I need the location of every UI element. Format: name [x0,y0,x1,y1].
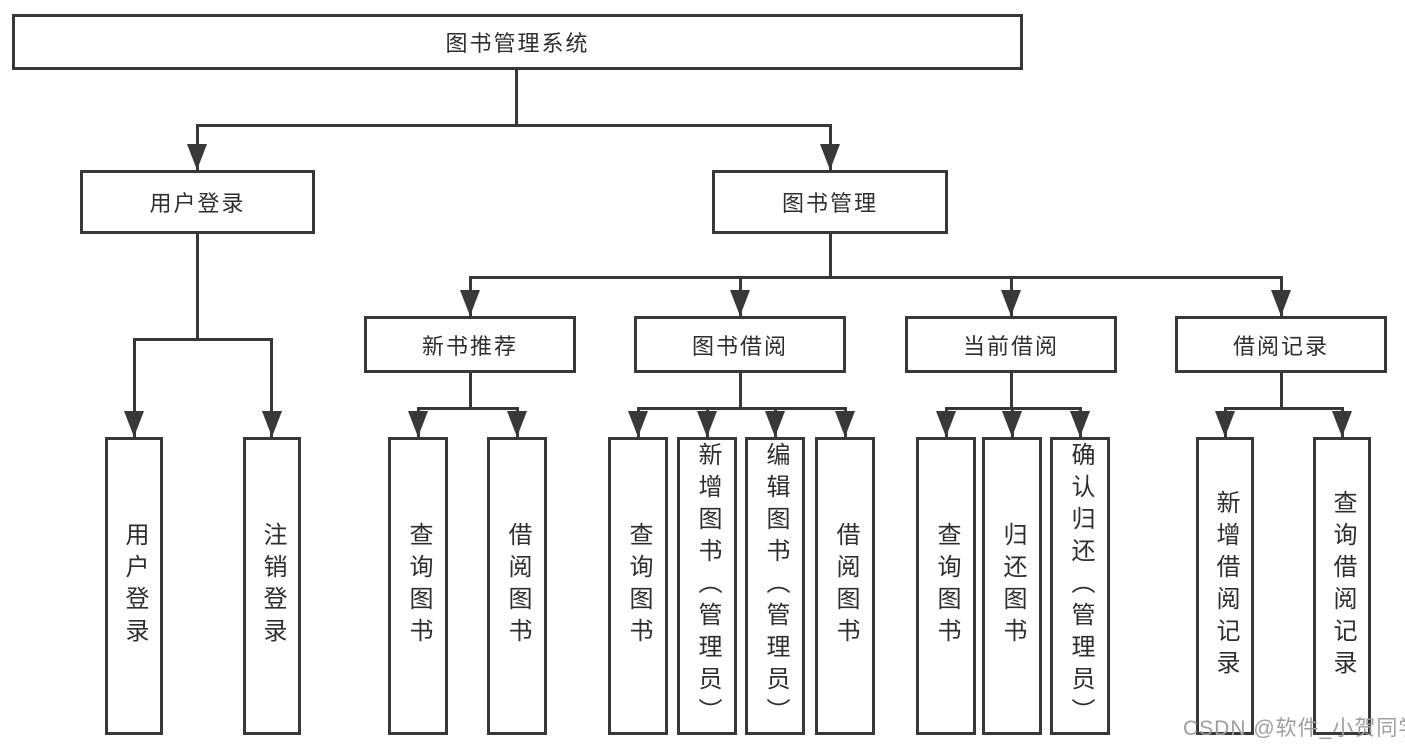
arrowhead-down [1271,290,1291,316]
leaf-return-book: 归还图书 [982,437,1042,735]
arrowhead-down [262,411,282,437]
leaf-query-book-recommend: 查询图书 [388,437,448,735]
leaf-confirm-return-admin-label: 确认归还（管理员） [1067,442,1094,730]
arrowhead-down [507,411,527,437]
node-root: 图书管理系统 [12,14,1023,70]
arrowhead-down [697,411,717,437]
arrowhead-down [1332,411,1352,437]
leaf-query-borrow-record: 查询借阅记录 [1313,437,1371,735]
arrowhead-down [187,144,207,170]
arrowhead-down [124,411,144,437]
watermark: CSDN @软件_小贺同学 [1183,717,1405,740]
leaf-borrow-book-recommend-label: 借阅图书 [504,522,531,650]
leaf-query-book-recommend-label: 查询图书 [405,522,432,650]
connector-line [196,124,832,127]
arrowhead-down [1070,411,1090,437]
connector-line [515,70,518,124]
connector-line [1010,373,1013,407]
leaf-borrow-book-recommend: 借阅图书 [487,437,547,735]
leaf-add-book-admin-label: 新增图书（管理员） [694,442,721,730]
connector-line [469,276,1283,279]
arrowhead-down [820,144,840,170]
arrowhead-down [765,411,785,437]
connector-line [469,373,472,407]
arrowhead-down [730,290,750,316]
connector-line [196,234,199,338]
connector-line [739,373,742,407]
arrowhead-down [1215,411,1235,437]
leaf-query-book-borrow: 查询图书 [608,437,668,735]
leaf-logout-label: 注销登录 [259,522,286,650]
connector-line [133,338,136,437]
leaf-user-login-label: 用户登录 [121,522,148,650]
leaf-borrow-book-label: 借阅图书 [832,522,859,650]
leaf-return-book-label: 归还图书 [999,522,1026,650]
connector-line [1280,373,1283,407]
node-current-borrow: 当前借阅 [905,316,1117,373]
leaf-confirm-return-admin: 确认归还（管理员） [1050,437,1110,735]
node-book-borrow: 图书借阅 [634,316,846,373]
connector-line [417,407,519,410]
node-user-login: 用户登录 [80,170,315,234]
leaf-borrow-book: 借阅图书 [815,437,875,735]
connector-line [829,234,832,276]
arrowhead-down [1002,411,1022,437]
leaf-query-book-current-label: 查询图书 [933,522,960,650]
node-borrow-records: 借阅记录 [1175,316,1387,373]
connector-line [270,338,273,437]
arrowhead-down [835,411,855,437]
connector-line [1224,407,1344,410]
arrowhead-down [1001,290,1021,316]
connector-line [133,338,273,341]
leaf-logout: 注销登录 [243,437,301,735]
node-new-book-recommend: 新书推荐 [364,316,576,373]
arrowhead-down [628,411,648,437]
arrowhead-down [460,290,480,316]
leaf-user-login: 用户登录 [105,437,163,735]
leaf-query-book-borrow-label: 查询图书 [625,522,652,650]
leaf-edit-book-admin-label: 编辑图书（管理员） [762,442,789,730]
arrowhead-down [936,411,956,437]
node-book-management: 图书管理 [712,170,948,234]
leaf-query-borrow-record-label: 查询借阅记录 [1329,490,1356,682]
arrowhead-down [408,411,428,437]
leaf-add-borrow-record: 新增借阅记录 [1196,437,1254,735]
leaf-add-borrow-record-label: 新增借阅记录 [1212,490,1239,682]
leaf-add-book-admin: 新增图书（管理员） [677,437,737,735]
leaf-edit-book-admin: 编辑图书（管理员） [745,437,805,735]
connector-line [637,407,846,410]
leaf-query-book-current: 查询图书 [916,437,976,735]
